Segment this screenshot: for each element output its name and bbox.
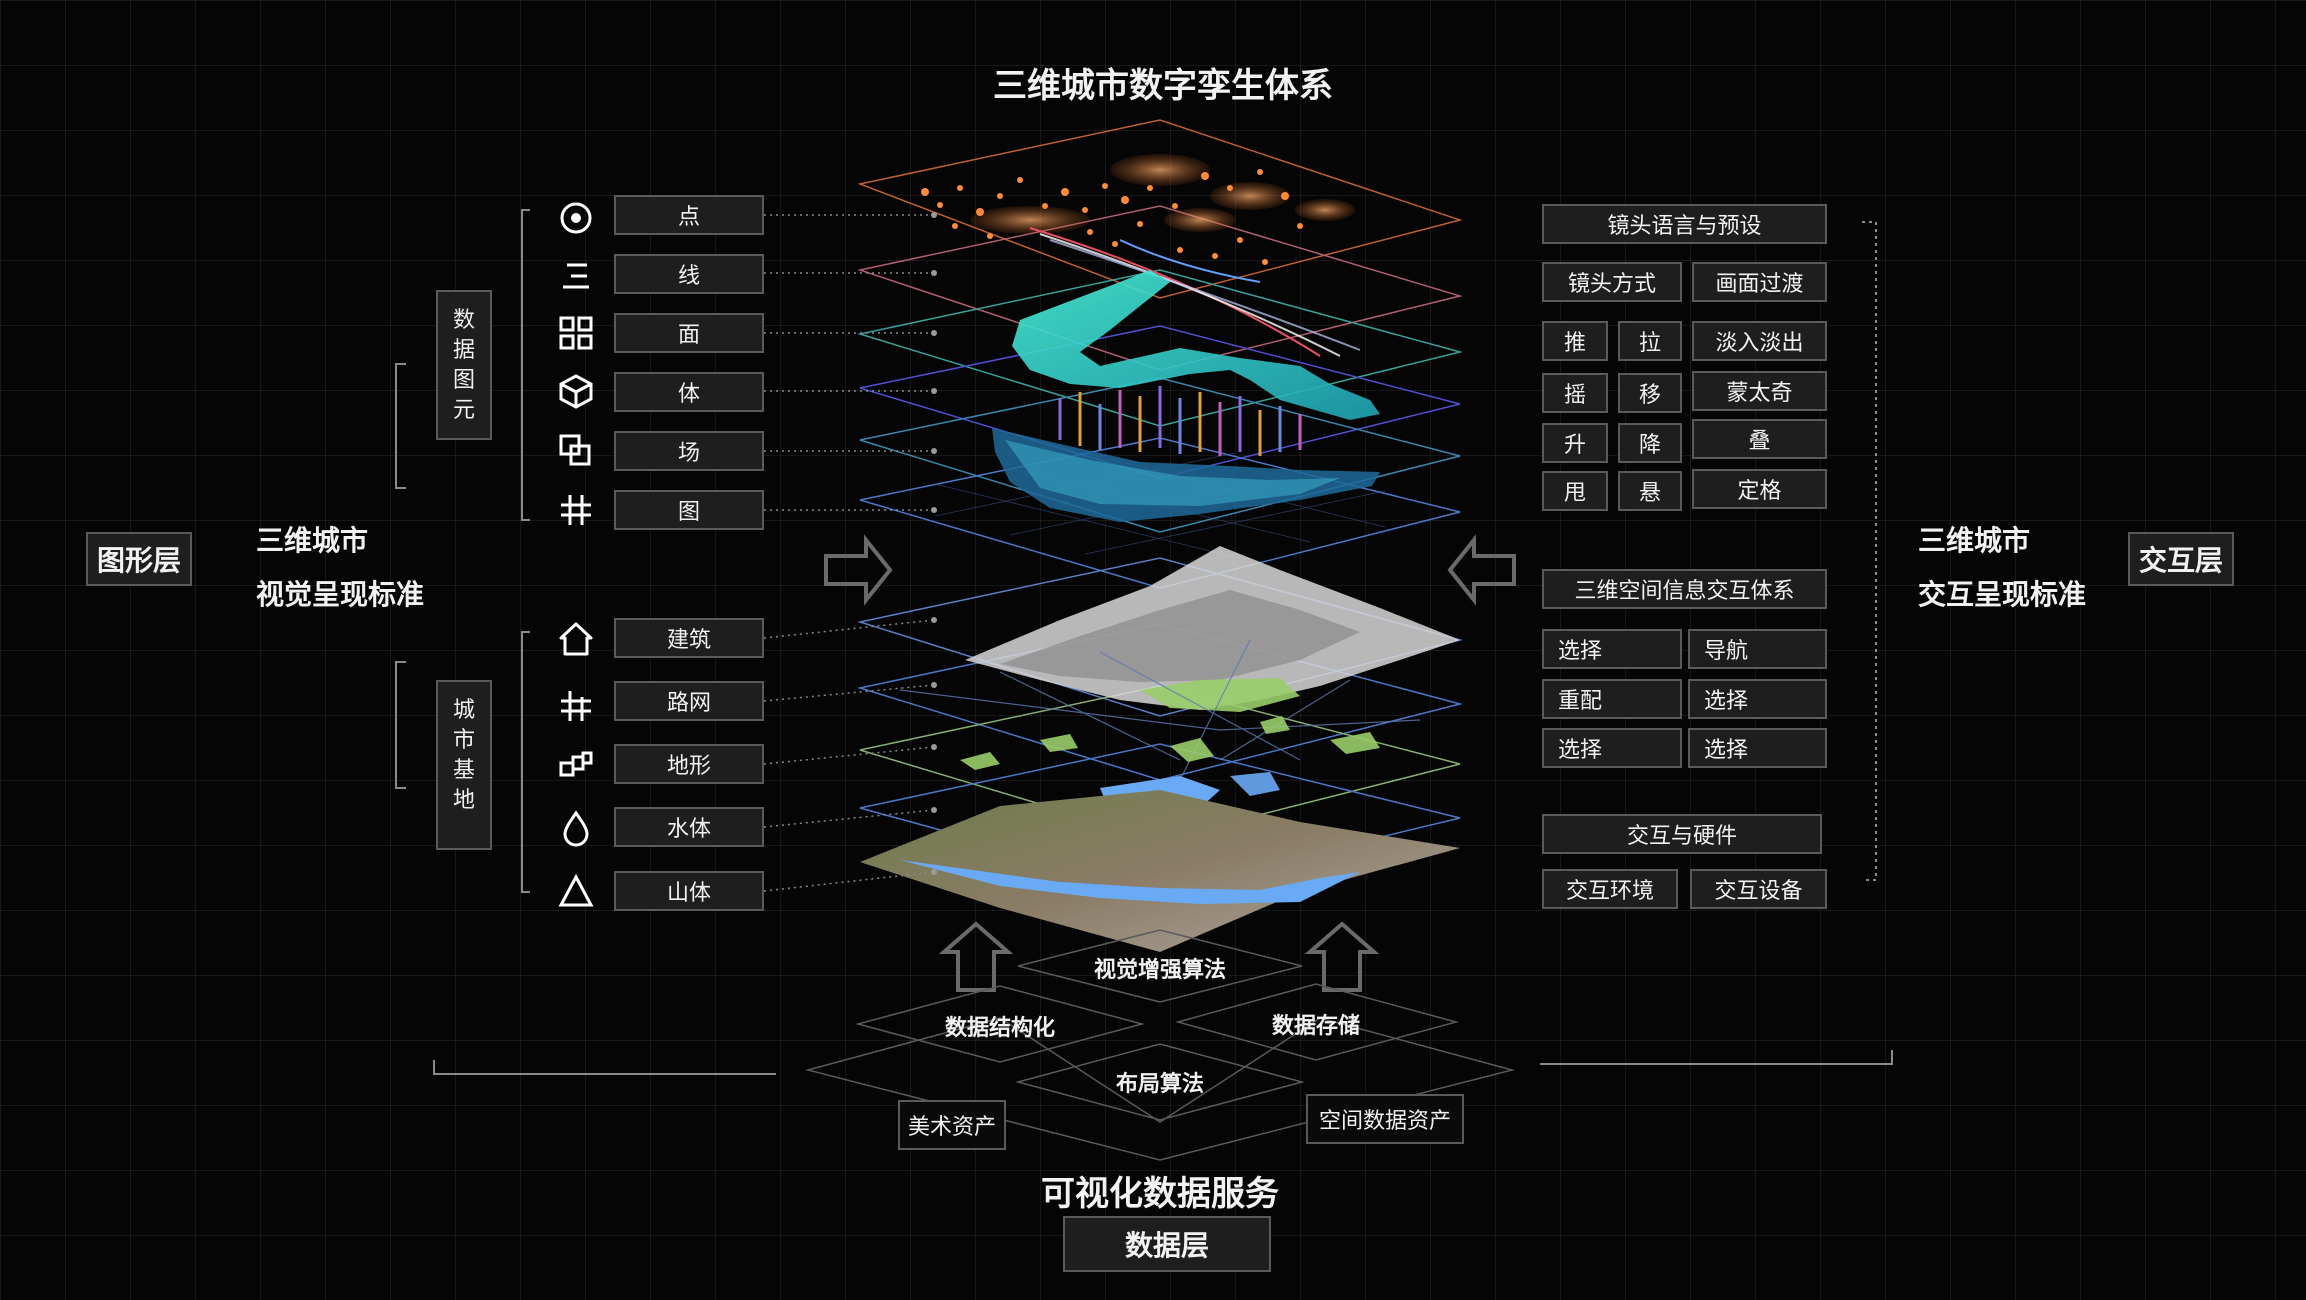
spatial-cell-3-1: 选择 xyxy=(1542,728,1682,768)
diamond-visual-algo xyxy=(1017,929,1303,1003)
element-point: 点 xyxy=(614,195,764,235)
element-area: 面 xyxy=(614,313,764,353)
roads-graphic xyxy=(899,639,1421,781)
data-service-title: 可视化数据服务 xyxy=(1041,1174,1279,1214)
house-icon xyxy=(559,622,593,656)
grid-icon xyxy=(559,316,593,350)
effect-fade: 淡入淡出 xyxy=(1692,321,1827,361)
terrain-blocks-icon xyxy=(559,751,593,777)
move-pan: 摇 xyxy=(1542,373,1608,413)
base-roads: 路网 xyxy=(614,681,764,721)
arrow-right-icon xyxy=(824,534,893,606)
asset-art: 美术资产 xyxy=(898,1100,1006,1150)
left-standard-title: 三维城市 视觉呈现标准 xyxy=(256,524,425,611)
graphics-layer-label: 图形层 xyxy=(86,532,192,586)
field-city-graphic xyxy=(992,428,1380,522)
base-terrain: 地形 xyxy=(614,744,764,784)
algo-storage: 数据存储 xyxy=(1271,1014,1361,1039)
lines-icon xyxy=(563,263,589,289)
element-map: 图 xyxy=(614,490,764,530)
terrain-patches-graphic xyxy=(960,716,1380,770)
bracket-data-elements xyxy=(521,209,530,521)
move-pull: 拉 xyxy=(1618,321,1682,361)
base-water: 水体 xyxy=(614,807,764,847)
camera-header: 镜头语言与预设 xyxy=(1542,204,1827,244)
effect-montage: 蒙太奇 xyxy=(1692,371,1827,411)
volume-bars-graphic xyxy=(1058,386,1302,456)
move-hover: 悬 xyxy=(1618,471,1682,511)
diagram-title: 三维城市数字孪生体系 xyxy=(993,66,1333,106)
target-icon xyxy=(560,202,592,234)
spatial-cell-2-2: 选择 xyxy=(1688,679,1827,719)
mountain-icon xyxy=(558,873,594,907)
buildings-graphic xyxy=(965,546,1460,712)
water-drop-icon xyxy=(563,810,589,847)
road-network-icon xyxy=(561,691,591,721)
spatial-header: 三维空间信息交互体系 xyxy=(1542,569,1827,609)
overlap-squares-icon xyxy=(559,434,591,466)
flow-lines-graphic xyxy=(1029,227,1361,357)
move-shift: 移 xyxy=(1618,373,1682,413)
bracket-city-base xyxy=(521,631,530,893)
diamond-storage xyxy=(1175,983,1459,1061)
asset-spatial-data: 空间数据资产 xyxy=(1306,1094,1464,1144)
right-standard-title: 三维城市 交互呈现标准 xyxy=(1918,524,2087,611)
diamond-outer xyxy=(805,1017,1515,1161)
camera-transition: 画面过渡 xyxy=(1692,262,1827,302)
point-cloud-graphic xyxy=(921,154,1355,265)
arrow-left-icon xyxy=(1447,534,1516,606)
base-buildings: 建筑 xyxy=(614,618,764,658)
spatial-cell-1-2: 导航 xyxy=(1688,629,1827,669)
mountain-terrain-graphic xyxy=(860,790,1460,952)
hash-icon xyxy=(561,495,591,525)
layer-outline-point xyxy=(857,119,1463,299)
area-polygon-graphic xyxy=(1012,270,1380,420)
algo-layout: 布局算法 xyxy=(1115,1072,1205,1097)
algo-structuring: 数据结构化 xyxy=(944,1016,1056,1041)
spatial-cell-3-2: 选择 xyxy=(1688,728,1827,768)
arrow-up-right-icon xyxy=(1304,921,1380,992)
move-rise: 升 xyxy=(1542,423,1608,463)
cube-icon xyxy=(559,374,593,409)
spatial-cell-1-1: 选择 xyxy=(1542,629,1682,669)
hardware-device: 交互设备 xyxy=(1690,869,1827,909)
element-volume: 体 xyxy=(614,372,764,412)
move-whip: 甩 xyxy=(1542,471,1608,511)
bracket-right xyxy=(1862,221,1877,881)
camera-mode: 镜头方式 xyxy=(1542,262,1682,302)
hardware-header: 交互与硬件 xyxy=(1542,814,1822,854)
effect-overlay: 叠 xyxy=(1692,419,1827,459)
effect-freeze: 定格 xyxy=(1692,469,1827,509)
arrow-up-left-icon xyxy=(938,921,1014,992)
diamond-structuring xyxy=(855,985,1145,1063)
base-mountain: 山体 xyxy=(614,871,764,911)
move-fall: 降 xyxy=(1618,423,1682,463)
city-base-group-label: 城市基地 xyxy=(436,680,492,850)
algo-visual-enhance: 视觉增强算法 xyxy=(1093,958,1227,983)
spatial-cell-2-1: 重配 xyxy=(1542,679,1682,719)
data-elements-group-label: 数据图元 xyxy=(436,290,492,440)
data-layer-label: 数据层 xyxy=(1063,1216,1271,1272)
diamond-layout xyxy=(1015,1043,1305,1121)
element-field: 场 xyxy=(614,431,764,471)
layer-outline-area xyxy=(857,269,1463,427)
element-line: 线 xyxy=(614,254,764,294)
hardware-environment: 交互环境 xyxy=(1542,869,1678,909)
move-push: 推 xyxy=(1542,321,1608,361)
interaction-layer-label: 交互层 xyxy=(2128,532,2234,586)
